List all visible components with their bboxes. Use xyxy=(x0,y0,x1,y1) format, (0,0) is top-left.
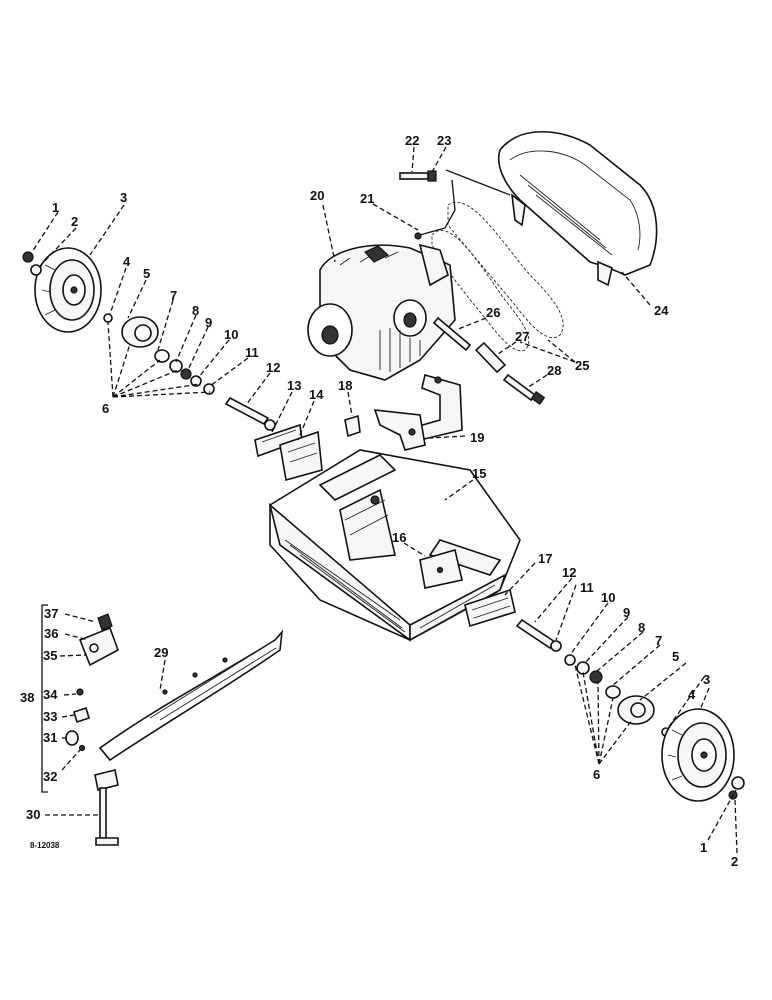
callout-31: 31 xyxy=(43,730,57,745)
callout-36: 36 xyxy=(44,626,58,641)
callout-22: 22 xyxy=(405,133,419,148)
callout-7: 7 xyxy=(170,288,177,303)
callout-20: 20 xyxy=(310,188,324,203)
callout-18: 18 xyxy=(338,378,352,393)
callout-25: 25 xyxy=(575,358,589,373)
callouts: 1 2 3 4 5 6 7 8 9 10 11 12 13 14 15 16 1… xyxy=(20,133,738,869)
callout-37: 37 xyxy=(44,606,58,621)
clip xyxy=(344,414,361,438)
gearbox-mount-bracket xyxy=(373,373,463,451)
callout-right-7: 7 xyxy=(655,633,662,648)
hitch-small-parts xyxy=(65,688,90,752)
callout-right-1: 1 xyxy=(700,840,707,855)
callout-32: 32 xyxy=(43,769,57,784)
bolt xyxy=(399,170,437,182)
belt-guard xyxy=(498,131,658,287)
drawing-code: 8-12038 xyxy=(30,841,60,850)
callout-28: 28 xyxy=(547,363,561,378)
callout-33: 33 xyxy=(43,709,57,724)
leader-lines xyxy=(31,146,738,854)
callout-8: 8 xyxy=(192,303,199,318)
callout-30: 30 xyxy=(26,807,40,822)
side-plate xyxy=(279,430,323,482)
adjuster-bolt xyxy=(502,373,546,405)
wheel-bracket xyxy=(464,588,516,628)
callout-21: 21 xyxy=(360,191,374,206)
callout-right-3: 3 xyxy=(703,672,710,687)
callout-9: 9 xyxy=(205,315,212,330)
callout-1: 1 xyxy=(52,200,59,215)
gearbox xyxy=(307,243,456,381)
callout-11: 11 xyxy=(245,345,259,360)
callout-23: 23 xyxy=(437,133,451,148)
skid-plate xyxy=(419,548,463,589)
jack-stand xyxy=(94,769,119,846)
callout-26: 26 xyxy=(486,305,500,320)
callout-27: 27 xyxy=(515,329,529,344)
right-wheel-nut xyxy=(731,776,745,790)
callout-14: 14 xyxy=(309,387,324,402)
right-hub-parts xyxy=(515,618,671,737)
callout-4: 4 xyxy=(123,254,131,269)
callout-15: 15 xyxy=(472,466,486,481)
callout-right-8: 8 xyxy=(638,620,645,635)
group-bracket xyxy=(41,604,48,793)
callout-right-11: 11 xyxy=(580,580,594,595)
callout-10: 10 xyxy=(224,327,238,342)
left-wheel-bolt xyxy=(22,251,34,263)
callout-right-9: 9 xyxy=(623,605,630,620)
drawbar xyxy=(98,629,284,762)
spacer-tube xyxy=(474,341,507,374)
callout-right-5: 5 xyxy=(672,649,679,664)
pin-shaft xyxy=(432,316,472,352)
callout-5: 5 xyxy=(143,266,150,281)
callout-17: 17 xyxy=(538,551,552,566)
callout-38: 38 xyxy=(20,690,34,705)
callout-12: 12 xyxy=(266,360,280,375)
callout-6: 6 xyxy=(102,401,109,416)
callout-right-12: 12 xyxy=(562,565,576,580)
deck-frame xyxy=(268,449,521,642)
callout-29: 29 xyxy=(154,645,168,660)
callout-right-2: 2 xyxy=(731,854,738,869)
left-wheel-nut xyxy=(30,264,42,276)
callout-13: 13 xyxy=(287,378,301,393)
right-wheel xyxy=(661,708,735,802)
callout-19: 19 xyxy=(470,430,484,445)
left-wheel xyxy=(34,247,102,333)
callout-16: 16 xyxy=(392,530,406,545)
left-hub-parts xyxy=(103,313,276,431)
callout-34: 34 xyxy=(43,687,58,702)
drive-chain xyxy=(431,202,564,352)
callout-right-4: 4 xyxy=(688,687,696,702)
drive-rod xyxy=(414,179,456,240)
callout-right-6: 6 xyxy=(593,767,600,782)
callout-35: 35 xyxy=(43,648,57,663)
hitch-clevis xyxy=(78,613,119,667)
callout-3: 3 xyxy=(120,190,127,205)
callout-24: 24 xyxy=(654,303,669,318)
callout-right-10: 10 xyxy=(601,590,615,605)
callout-2: 2 xyxy=(71,214,78,229)
